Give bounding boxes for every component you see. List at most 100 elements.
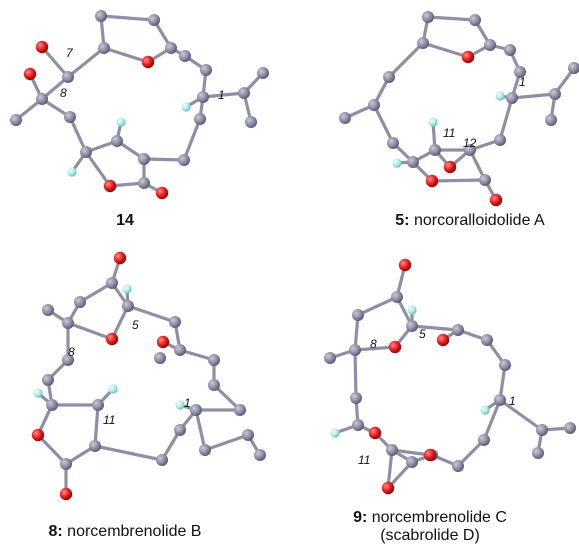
- m9-atom-d14-oxygen: [423, 448, 437, 462]
- m9-atom-d18-oxygen: [436, 333, 450, 347]
- m9-atom-d5-carbon: [406, 320, 418, 332]
- m5-atom-b26-carbon: [545, 114, 557, 126]
- m14-atom-a23-carbon: [200, 64, 212, 76]
- m5-atom-b2-carbon: [469, 14, 481, 26]
- m14-bond-a16-a20: [142, 157, 186, 162]
- m5-atom-b18-oxygen: [425, 174, 439, 188]
- m14-atom-a7-oxygen: [35, 40, 49, 54]
- m9-bond-d21-d26: [482, 398, 502, 442]
- m8-atom-c11-carbon: [46, 399, 58, 411]
- m8-atom-c10-carbon: [42, 374, 54, 386]
- m8-atom-c3-carbon: [74, 296, 86, 308]
- m5-atom-b12-carbon: [429, 144, 441, 156]
- m8-atom-c23-carbon: [199, 444, 211, 456]
- caption-compound-8: 8: norcembrenolide B: [48, 523, 202, 540]
- m14-atom-a14-carbon: [111, 135, 123, 147]
- m8-atom-c26-carbon: [234, 404, 246, 416]
- atom-label-8-c1: 1: [184, 396, 191, 410]
- atoms-layer: [10, 10, 579, 501]
- atom-label-8-c8: 8: [68, 345, 75, 359]
- m5-atom-b1-carbon: [422, 11, 434, 23]
- m9-atom-d24-carbon: [564, 422, 576, 434]
- m5-bond-b5-b6: [387, 41, 425, 79]
- caption-compound-9: 9: norcembrenolide C (scabrolide D): [353, 509, 507, 544]
- m5-atom-b3-carbon: [484, 39, 496, 51]
- m9-atom-d9-carbon: [350, 392, 362, 404]
- m8-atom-c21-carbon: [190, 404, 202, 416]
- m9-atom-d13-carbon: [386, 444, 398, 456]
- m8-atom-c6-oxygen: [105, 332, 119, 346]
- m14-atom-a21-carbon: [194, 113, 206, 125]
- m8-bond-c16-c19: [93, 444, 164, 462]
- m14-atom-a20-carbon: [178, 154, 190, 166]
- m5-atom-b21-carbon: [514, 66, 526, 78]
- m8-atom-c1-oxygen: [113, 251, 127, 265]
- m9-atom-d15-carbon: [406, 456, 418, 468]
- m14-atom-a10-carbon: [10, 114, 22, 126]
- m5-atom-b11-hydrogen: [392, 158, 402, 168]
- m8-bond-c16-c17: [93, 403, 100, 448]
- m5-atom-b19-carbon: [494, 134, 506, 146]
- caption-compound-5: 5: norcoralloidolide A: [395, 212, 545, 229]
- m9-atom-d8-carbon: [324, 352, 336, 364]
- atom-label-9-c5: 5: [419, 327, 426, 341]
- m8-bond-c23-c24: [203, 433, 250, 452]
- m8-bond-c2-c3: [78, 281, 114, 304]
- m14-atom-a15-hydrogen: [116, 117, 126, 127]
- m9-atom-d26-carbon: [478, 434, 490, 446]
- m8-atom-c14-carbon: [60, 458, 72, 470]
- m9-atom-d22-hydrogen: [480, 405, 490, 415]
- atom-label-9-c8: 8: [370, 337, 377, 351]
- m8-atom-c20-carbon: [174, 424, 186, 436]
- m5-atom-b25-carbon: [568, 62, 579, 74]
- m14-bond-a1-a2: [99, 14, 156, 22]
- m8-atom-c9-carbon: [62, 354, 74, 366]
- m14-atom-a1-carbon: [95, 10, 107, 22]
- m9-atom-d27-carbon: [452, 460, 464, 472]
- m14-atom-a3-carbon: [165, 42, 177, 54]
- m14-bond-a19-a12: [84, 150, 112, 188]
- m8-atom-c12-hydrogen: [33, 388, 43, 398]
- m8-atom-c4-hydrogen: [122, 284, 132, 294]
- m14-bond-a11-a12: [68, 115, 88, 154]
- atom-label-14-c7: 7: [66, 46, 73, 60]
- m5-atom-b10-carbon: [407, 156, 419, 168]
- m5-atom-b13-hydrogen: [428, 117, 438, 127]
- m8-atom-c27-carbon: [208, 379, 220, 391]
- m9-atom-d10-carbon: [352, 419, 364, 431]
- m9-bond-d21-d23: [498, 398, 544, 432]
- m14-atom-a4-oxygen: [141, 55, 155, 69]
- m14-bond-a6-a7: [40, 45, 70, 79]
- m9-atom-d11-hydrogen: [330, 428, 340, 438]
- m9-bond-d16-d13: [386, 448, 394, 490]
- m8-atom-c16-carbon: [89, 440, 101, 452]
- m5-bond-b19-b20: [498, 96, 514, 142]
- m14-atom-a6-carbon: [62, 71, 74, 83]
- bonds-layer: [14, 14, 576, 496]
- m5-atom-b16-carbon: [479, 174, 491, 186]
- m14-atom-a13-hydrogen: [67, 167, 77, 177]
- m14-atom-a9-oxygen: [23, 67, 37, 81]
- m14-atom-a25-hydrogen: [181, 102, 191, 112]
- m14-atom-a5-carbon: [98, 42, 110, 54]
- m14-atom-a11-carbon: [64, 111, 76, 123]
- m8-atom-c17-carbon: [92, 399, 104, 411]
- m14-bond-a20-a21: [182, 117, 202, 162]
- m9-atom-d2-carbon: [391, 291, 403, 303]
- m8-atom-c24-carbon: [242, 429, 254, 441]
- m14-bond-a22-a26: [201, 91, 246, 99]
- m8-bond-c6-c7: [66, 321, 114, 341]
- atom-label-5-c11: 11: [443, 126, 456, 140]
- m5-atom-b9-carbon: [387, 137, 399, 149]
- m8-atom-c2-carbon: [106, 277, 118, 289]
- atom-label-8-c5: 5: [132, 318, 139, 332]
- m14-atom-a2-carbon: [148, 14, 160, 26]
- m8-atom-c32-carbon: [154, 352, 166, 364]
- m5-atom-b22-carbon: [504, 44, 516, 56]
- m5-atom-b24-carbon: [549, 88, 561, 100]
- m5-bond-b16-b18: [430, 178, 487, 183]
- m14-atom-a22-carbon: [197, 91, 209, 103]
- m9-atom-d23-carbon: [536, 424, 548, 436]
- m9-bond-d7-d9: [353, 348, 358, 400]
